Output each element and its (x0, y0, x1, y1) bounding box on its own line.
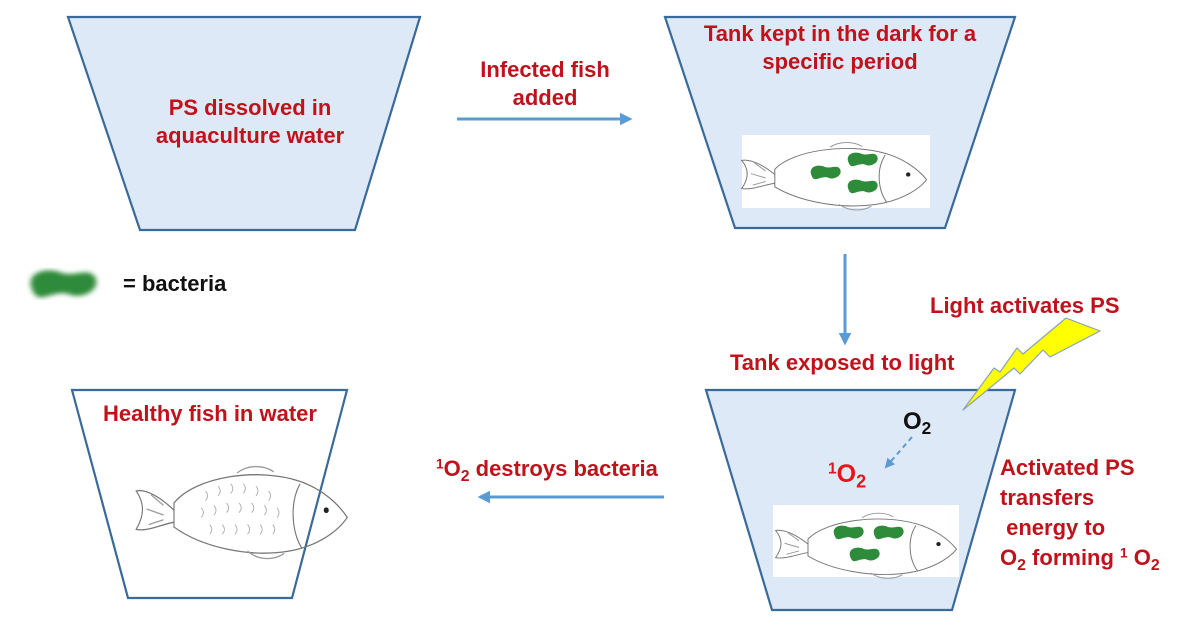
destroys-sup: 1 (436, 456, 444, 472)
step2-label-line2: specific period (762, 49, 918, 74)
note-line3: energy to (1000, 515, 1106, 540)
light-label: Light activates PS (930, 293, 1120, 318)
note-singlet-base: O (1127, 545, 1151, 570)
note-line2: transfers (1000, 485, 1095, 510)
legend-text: = bacteria (123, 271, 227, 296)
transition3-label: 1O2 destroys bacteria (436, 455, 658, 485)
oxygen-ground-state: O2 (903, 408, 932, 439)
note-singlet-sup: 1 (1120, 545, 1128, 561)
lightning-bolt-icon (962, 317, 1101, 411)
tank-step1 (66, 15, 422, 232)
singlet-sup: 1 (828, 460, 837, 478)
note-line1: Activated PS (1000, 455, 1135, 480)
transition1-label-line2: added (512, 85, 578, 110)
oxygen-singlet-state: 1O2 (828, 460, 867, 492)
energy-transfer-note: Activated PS transfers energy to O2 form… (1000, 453, 1160, 573)
note-o2-sub: 2 (1017, 556, 1026, 574)
legend-bacteria-icon (30, 270, 97, 298)
singlet-sub: 2 (856, 471, 867, 492)
tank-step4 (70, 388, 349, 600)
transition1-label: Infected fish added (460, 56, 630, 112)
step2-label-line1: Tank kept in the dark for a (703, 21, 977, 46)
note-forming: forming (1025, 545, 1121, 570)
destroys-sub: 2 (460, 467, 470, 485)
healthy-fish-icon (135, 465, 348, 560)
step1-label: PS dissolved in aquaculture water (130, 94, 370, 150)
note-singlet-sub: 2 (1150, 556, 1160, 574)
step2-label: Tank kept in the dark for a specific per… (670, 20, 1010, 76)
o2-base: O (903, 408, 922, 435)
destroys-base: O (443, 456, 461, 481)
step1-label-line2: aquaculture water (155, 123, 345, 148)
step4-label: Healthy fish in water (103, 401, 317, 426)
step1-label-line1: PS dissolved in (168, 95, 332, 120)
oxygen-conversion-arrow (884, 436, 913, 469)
singlet-base: O (836, 460, 857, 488)
o2-sub: 2 (921, 418, 932, 439)
step3-label: Tank exposed to light (730, 350, 955, 375)
note-line4: O2 forming 1 O2 (1000, 543, 1160, 573)
destroys-rest: destroys bacteria (469, 456, 658, 481)
transition1-label-line1: Infected fish (480, 57, 610, 82)
note-o2-base: O (1000, 545, 1018, 570)
